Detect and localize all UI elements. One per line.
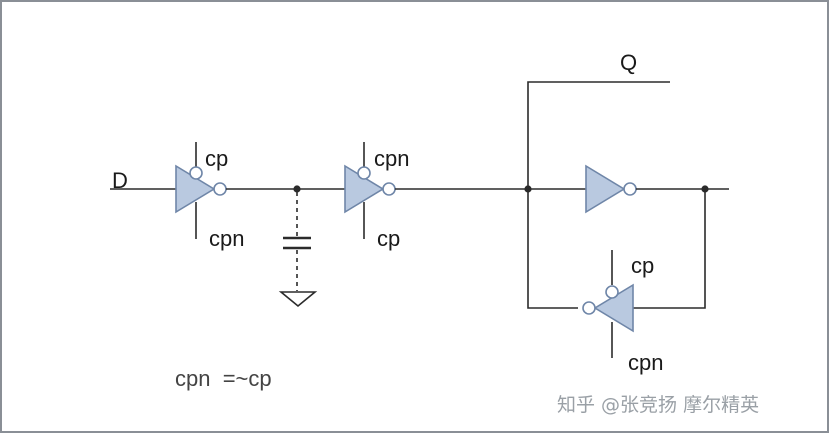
gate4-output-bubble xyxy=(582,301,596,315)
gate2-output-bubble xyxy=(382,182,396,196)
gate1-top-label: cp xyxy=(205,146,228,171)
gate2-top-label: cpn xyxy=(374,146,409,171)
gate2-bottom-label: cp xyxy=(377,226,400,251)
gate1-output-bubble xyxy=(213,182,227,196)
q-output-wire xyxy=(527,81,670,189)
tristate-inverter-1 xyxy=(175,142,227,239)
ground-symbol xyxy=(278,291,318,308)
input-label-d: D xyxy=(112,168,128,193)
feedback-wire-left xyxy=(527,189,578,309)
gate3-triangle xyxy=(585,164,626,214)
feedback-wire-right xyxy=(633,189,706,309)
gate4-top-label: cp xyxy=(631,253,654,278)
gate3-output-bubble xyxy=(623,182,637,196)
gate2-control-bubble xyxy=(357,166,371,180)
output-label-q: Q xyxy=(620,50,637,75)
gate4-bottom-label: cpn xyxy=(628,350,663,375)
gate4-control-bubble xyxy=(605,285,619,299)
parasitic-capacitor xyxy=(278,192,318,308)
gate1-bottom-label: cpn xyxy=(209,226,244,251)
storage-node-dot xyxy=(293,185,301,193)
tristate-inverter-2 xyxy=(344,142,396,239)
complement-note: cpn =~cp xyxy=(175,366,272,391)
inverter-3 xyxy=(585,164,637,214)
gate1-control-bubble xyxy=(189,166,203,180)
watermark: 知乎 @张竞扬 摩尔精英 xyxy=(557,394,759,416)
tristate-inverter-4 xyxy=(582,250,634,358)
